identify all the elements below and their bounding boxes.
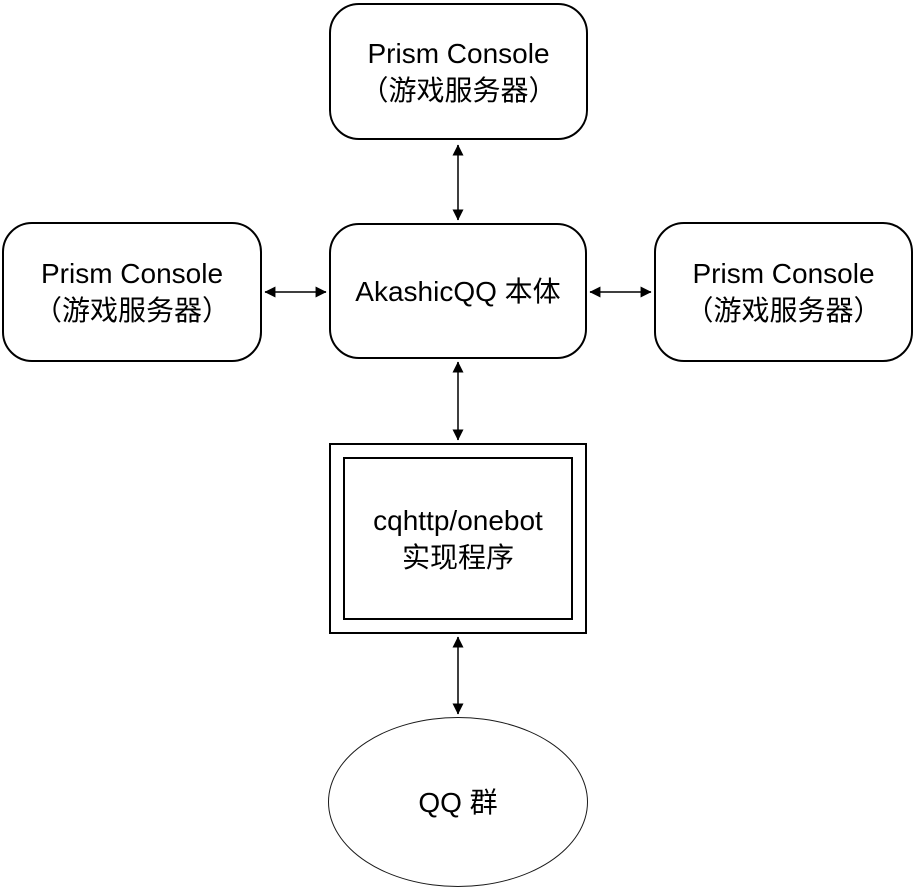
node-prism-console-right: Prism Console （游戏服务器）: [654, 222, 913, 362]
node-sublabel: （游戏服务器）: [360, 74, 557, 106]
node-qq-group: QQ 群: [328, 717, 588, 887]
node-sublabel: （游戏服务器）: [685, 295, 882, 326]
node-label: Prism Console: [692, 258, 875, 289]
node-label: Prism Console: [40, 258, 224, 289]
node-label: AkashicQQ 本体: [355, 275, 561, 307]
node-sublabel: （游戏服务器）: [33, 295, 230, 326]
node-label: Prism Console: [367, 37, 550, 69]
cqhttp-inner-frame: cqhttp/onebot 实现程序: [343, 457, 573, 620]
node-label: cqhttp/onebot: [373, 504, 543, 536]
node-prism-console-left: Prism Console （游戏服务器）: [2, 222, 262, 362]
node-cqhttp-onebot: cqhttp/onebot 实现程序: [329, 443, 587, 634]
node-akashicqq: AkashicQQ 本体: [329, 223, 587, 359]
node-sublabel: 实现程序: [401, 541, 514, 573]
node-label: QQ 群: [418, 786, 498, 818]
node-prism-console-top: Prism Console （游戏服务器）: [329, 3, 588, 140]
